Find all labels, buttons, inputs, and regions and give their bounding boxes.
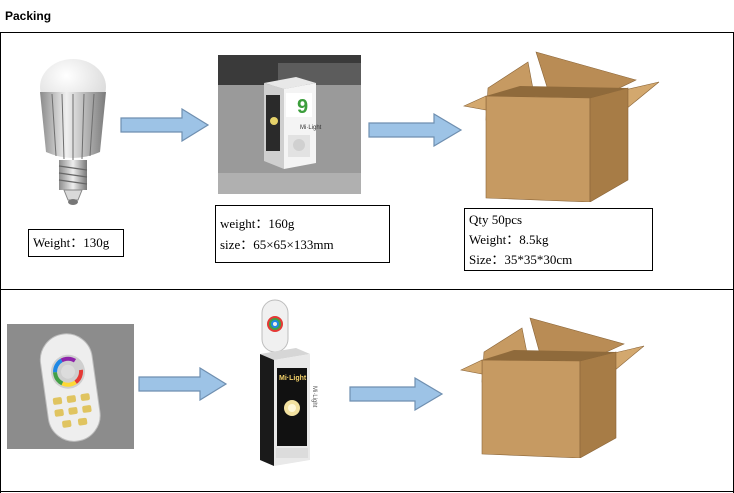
row-divider — [0, 289, 734, 290]
remote-control-photo — [7, 324, 134, 449]
section-title: Packing — [5, 9, 52, 23]
retail-box-weight-text: weight：160g — [220, 216, 295, 231]
remote-package-image: Mi·Light Mi·Light — [250, 296, 330, 471]
carton-qty-text: Qty 50pcs — [469, 212, 523, 227]
arrow-right-icon — [120, 108, 210, 142]
arrow-right-icon — [368, 113, 463, 147]
arrow-right-icon — [138, 367, 228, 401]
carton-size-text: Size：35*35*30cm — [469, 252, 573, 267]
carton-weight-text: Weight：8.5kg — [469, 232, 549, 247]
led-bulb-image — [28, 52, 118, 212]
retail-box-spec-label: weight：160g size：65×65×133mm — [215, 205, 390, 263]
left-border — [0, 32, 1, 493]
carton-box-image — [460, 50, 662, 202]
retail-box-size-text: size：65×65×133mm — [220, 237, 334, 252]
package-brand-text: Mi·Light — [279, 375, 307, 382]
bulb-weight-text: Weight：130g — [33, 235, 110, 250]
header-divider — [0, 32, 734, 33]
bottom-border — [0, 491, 734, 492]
package-side-text: Mi·Light — [311, 386, 317, 408]
box-brand-text: Mi·Light — [300, 125, 322, 131]
box-number-text: 9 — [297, 96, 308, 118]
carton-box-image — [458, 316, 648, 458]
arrow-right-icon — [349, 377, 444, 411]
carton-spec-label: Qty 50pcs Weight：8.5kg Size：35*35*30cm — [464, 208, 653, 271]
retail-box-photo: 9 Mi·Light — [218, 55, 361, 194]
bulb-weight-label: Weight：130g — [28, 229, 124, 257]
